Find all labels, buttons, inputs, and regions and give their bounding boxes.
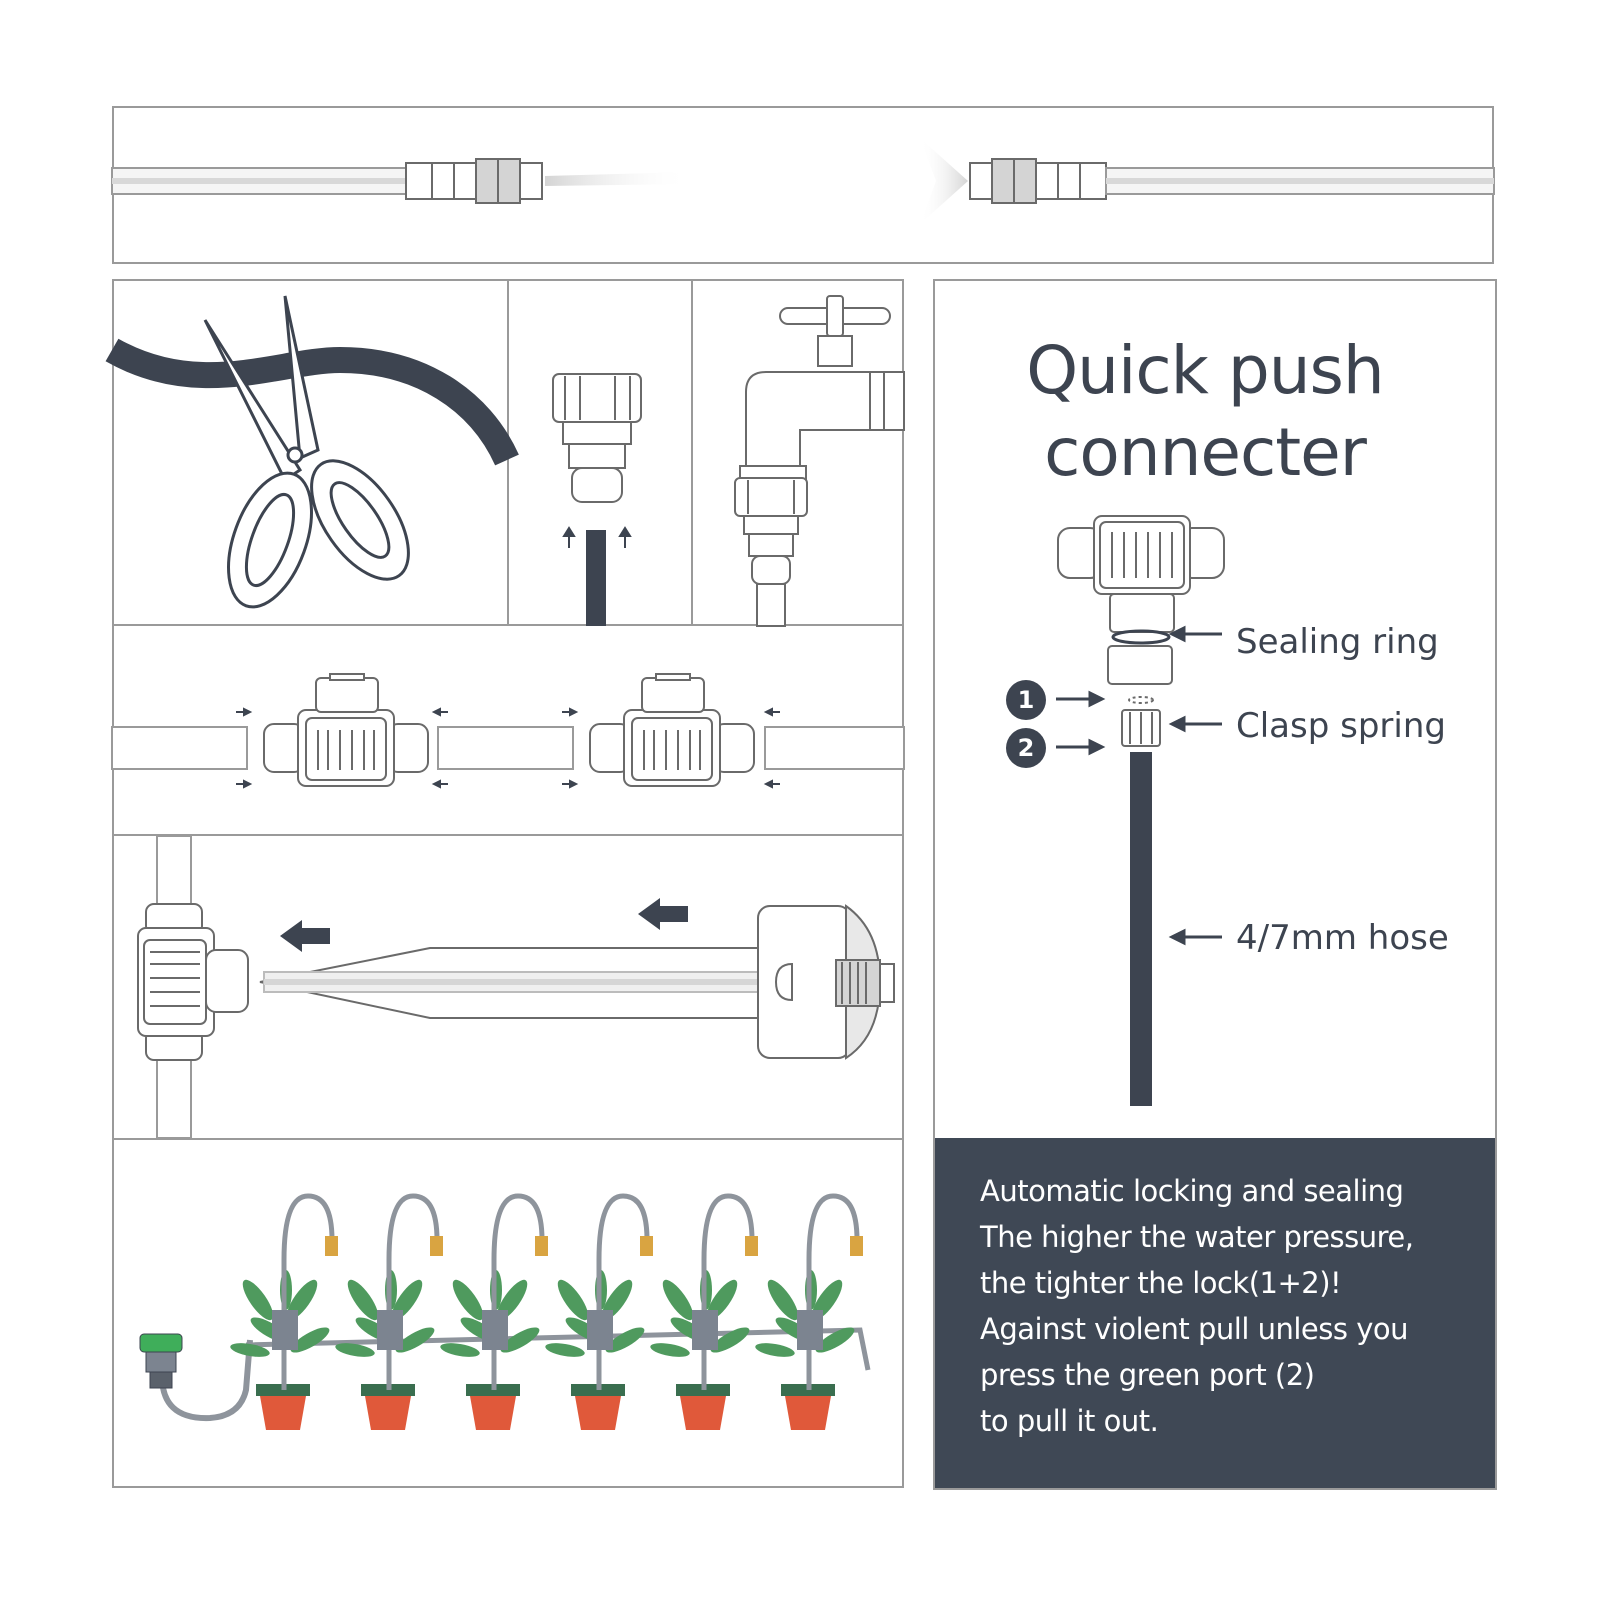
top-connector-right: [969, 158, 1107, 204]
sealing-ring-label: Sealing ring: [1236, 622, 1439, 662]
plant-row: [230, 1193, 863, 1430]
push-direction-chevron: [920, 138, 968, 224]
spray-jet: [545, 172, 690, 186]
cut-hose: [105, 338, 519, 466]
step-badge-1: 1: [1006, 680, 1046, 720]
up-arrow-icons: [562, 526, 632, 548]
title-line-1: Quick push: [1026, 332, 1385, 409]
faucet-adapter: [734, 477, 808, 627]
description-line: Automatic locking and sealing: [980, 1174, 1404, 1208]
step-badge-2: 2: [1006, 728, 1046, 768]
plant-pot-icon-3: [440, 1193, 548, 1430]
feed-hose: [158, 1339, 253, 1422]
description-box: Automatic locking and sealing The higher…: [935, 1138, 1495, 1488]
top-hose-left: [111, 167, 409, 195]
sealing-ring-part: [1107, 629, 1173, 685]
faucet-icon: [739, 295, 905, 481]
green-adapter: [139, 1333, 183, 1389]
description-line: to pull it out.: [980, 1404, 1159, 1438]
tee-connector-icon: [263, 673, 429, 787]
description-line: the tighter the lock(1+2)!: [980, 1266, 1342, 1300]
hose-part: [1130, 752, 1152, 1106]
description-line: The higher the water pressure,: [980, 1220, 1414, 1254]
page-title: Quick push connecter: [1005, 330, 1405, 494]
small-arrow-icons: [236, 707, 780, 789]
female-adapter: [552, 373, 642, 503]
hose-label: 4/7mm hose: [1236, 918, 1449, 958]
plant-pot-icon-6: [755, 1193, 863, 1430]
exploded-tee-connector: [1057, 515, 1225, 633]
plant-line-hose: [245, 1327, 871, 1371]
top-connector-left: [405, 158, 543, 204]
label-arrow-icons: [1056, 625, 1222, 946]
sprinkler-stake-icon: [259, 904, 895, 1060]
clasp-spring-label: Clasp spring: [1236, 706, 1446, 746]
description-line: press the green port (2): [980, 1358, 1315, 1392]
plant-pot-icon-4: [545, 1193, 653, 1430]
push-arrow-icon: [280, 898, 688, 952]
top-hose-right: [1105, 167, 1495, 195]
tee-hose-segments: [111, 726, 905, 770]
clasp-spring-part: [1121, 696, 1161, 747]
plant-pot-icon-1: [230, 1193, 338, 1430]
tee-connector-icon-2: [589, 673, 755, 787]
vertical-tee-connector: [137, 903, 249, 1061]
scissors-icon: [203, 295, 410, 609]
title-line-2: connecter: [1044, 414, 1367, 491]
plant-pot-icon-2: [335, 1193, 443, 1430]
description-line: Against violent pull unless you: [980, 1312, 1408, 1346]
plant-pot-icon-5: [650, 1193, 758, 1430]
